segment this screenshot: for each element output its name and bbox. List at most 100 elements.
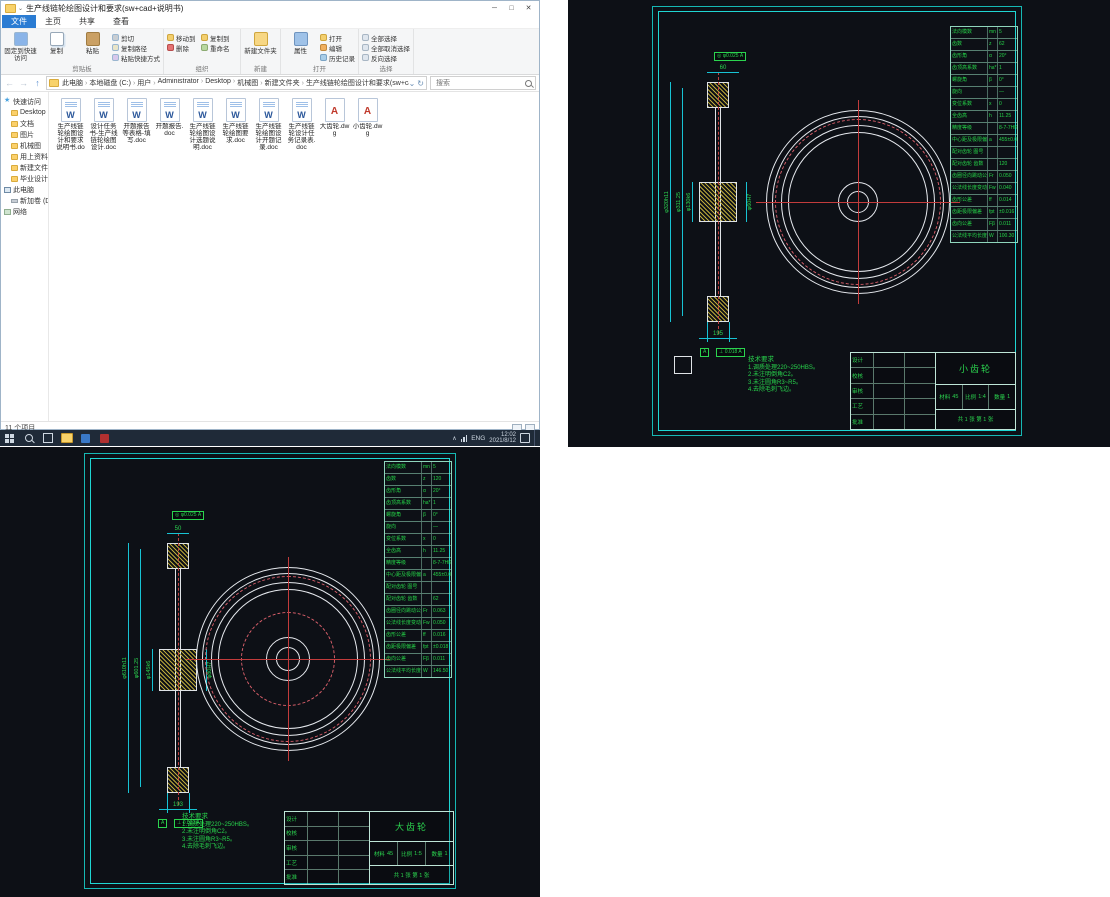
- clock[interactable]: 12:02 2021/8/12: [489, 432, 516, 445]
- breadcrumb-segment[interactable]: 本地磁盘 (C:): [89, 78, 137, 88]
- sidebar-item[interactable]: 用上资料: [1, 151, 48, 162]
- dimension-line: [746, 182, 747, 222]
- search-box[interactable]: [430, 76, 536, 90]
- breadcrumb-segment[interactable]: Administrator: [158, 78, 206, 88]
- sidebar-item[interactable]: 毕业设计文件: [1, 173, 48, 184]
- notification-center-icon[interactable]: [520, 433, 530, 443]
- refresh-icon[interactable]: ↻: [417, 78, 424, 88]
- ribbon-button[interactable]: 删除: [167, 43, 200, 52]
- sidebar-item-label: 用上资料: [20, 153, 48, 161]
- breadcrumb-segment[interactable]: 新建文件夹: [265, 78, 306, 88]
- sidebar-item[interactable]: Desktop: [1, 107, 48, 118]
- search-icon: [24, 434, 33, 442]
- file-item[interactable]: 生产线链轮绘图设计和要求 说明书.doc: [55, 98, 86, 152]
- dimension-line: [128, 543, 129, 793]
- tab-home[interactable]: 主页: [45, 17, 61, 26]
- search-input[interactable]: [434, 78, 523, 88]
- sidebar-item[interactable]: 图片: [1, 129, 48, 140]
- sidebar-item[interactable]: 快速访问: [1, 96, 48, 107]
- ribbon-button[interactable]: 全部选择: [362, 33, 410, 42]
- breadcrumb-segment[interactable]: 此电脑: [62, 78, 89, 88]
- task-view-button[interactable]: [38, 430, 57, 446]
- file-item[interactable]: 生产线链轮设计任务记录表.doc: [286, 98, 317, 151]
- file-item[interactable]: 生产线链轮绘图设计选题说明.doc: [187, 98, 218, 151]
- file-explorer-taskbar-button[interactable]: [57, 430, 76, 446]
- properties-button[interactable]: 属性: [284, 31, 317, 55]
- button-label: 粘贴快捷方式: [121, 55, 160, 63]
- file-item[interactable]: 开题报告等表格-填写.doc: [121, 98, 152, 144]
- cad-viewport-2[interactable]: φ610h11 φ601.25 φ145k6 φ80H7 193 50 ◎ φ0…: [0, 447, 540, 897]
- maximize-button[interactable]: □: [509, 4, 514, 12]
- ribbon-button[interactable]: 复制路径: [112, 43, 160, 52]
- ribbon-button[interactable]: 重命名: [201, 43, 234, 52]
- breadcrumb-segment[interactable]: 机械图: [237, 78, 264, 88]
- breadcrumb[interactable]: 此电脑本地磁盘 (C:)用户AdministratorDesktop机械图新建文…: [46, 76, 427, 90]
- ribbon-button[interactable]: 打开: [320, 33, 355, 42]
- file-item[interactable]: 设计任务书-生产线链轮绘图设计.doc: [88, 98, 119, 151]
- pin-quick-access-button[interactable]: 固定到快速访问: [4, 31, 37, 62]
- file-item[interactable]: 生产线链轮绘图要求.doc: [220, 98, 251, 144]
- sidebar-item[interactable]: 文档: [1, 118, 48, 129]
- title-block-row: 批准: [851, 414, 935, 430]
- chevron-down-icon[interactable]: ⌄: [18, 5, 24, 12]
- param-value: 0.011: [999, 221, 1012, 227]
- ribbon-button[interactable]: 移动到: [167, 33, 200, 42]
- sidebar-item[interactable]: 新加卷 (D:): [1, 195, 48, 206]
- breadcrumb-segment[interactable]: 用户: [137, 78, 157, 88]
- tray-chevron-icon[interactable]: ∧: [452, 435, 457, 442]
- file-item[interactable]: 生产线链轮绘图设计开题记录.doc: [253, 98, 284, 151]
- ribbon-button[interactable]: 反向选择: [362, 53, 410, 62]
- param-value: 120: [999, 161, 1008, 167]
- sidebar-item[interactable]: 新建文件夹: [1, 162, 48, 173]
- file-item[interactable]: 小齿轮.dwg: [352, 98, 383, 137]
- input-language[interactable]: ENG: [471, 434, 486, 442]
- cad-viewport-1[interactable]: φ320h11 φ311.25 φ130k6 φ60H7 195 60 ◎ φ0…: [568, 0, 1110, 447]
- minimize-button[interactable]: ─: [492, 4, 497, 12]
- file-item[interactable]: 开题报告.doc: [154, 98, 185, 137]
- dimension-label: 60: [719, 65, 727, 71]
- dimension-label: 50: [174, 526, 182, 532]
- ribbon-button[interactable]: 全部取消选择: [362, 43, 410, 52]
- app-taskbar-button-1[interactable]: [76, 430, 95, 446]
- title-block-row: 审核: [285, 841, 369, 856]
- sidebar-item[interactable]: 机械图: [1, 140, 48, 151]
- windows-logo-icon: [5, 433, 14, 443]
- address-dropdown-icon[interactable]: ⌄: [408, 78, 416, 88]
- ribbon-button[interactable]: 粘贴快捷方式: [112, 53, 160, 62]
- back-button[interactable]: ←: [5, 78, 14, 88]
- ribbon-button[interactable]: 剪切: [112, 33, 160, 42]
- taskbar-search-button[interactable]: [19, 430, 38, 446]
- up-button[interactable]: ↑: [35, 78, 40, 88]
- paste-button[interactable]: 粘贴: [76, 31, 109, 55]
- breadcrumb-segment[interactable]: Desktop: [205, 78, 237, 88]
- ribbon: 固定到快速访问 复制 粘贴: [1, 29, 539, 75]
- param-label: 齿形公差: [385, 630, 422, 641]
- taskbar: ∧ ENG 12:02 2021/8/12: [0, 430, 540, 446]
- file-item[interactable]: 大齿轮.dwg: [319, 98, 350, 137]
- param-symbol: [988, 159, 998, 170]
- title-bar[interactable]: ⌄ 生产线链轮绘图设计和要求(sw+cad+说明书) ─ □ ✕: [1, 1, 539, 15]
- breadcrumb-segment[interactable]: 生产线链轮绘图设计和要求(sw+cad+说明书): [305, 80, 409, 87]
- ribbon-button[interactable]: 编辑: [320, 43, 355, 52]
- tab-file[interactable]: 文件: [2, 15, 36, 28]
- app-taskbar-button-2[interactable]: [95, 430, 114, 446]
- copy-button[interactable]: 复制: [40, 31, 73, 55]
- start-button[interactable]: [0, 430, 19, 446]
- ribbon-button[interactable]: 历史记录: [320, 53, 355, 62]
- network-icon[interactable]: [460, 434, 468, 442]
- tab-share[interactable]: 共享: [79, 17, 95, 26]
- forward-button[interactable]: →: [19, 78, 28, 88]
- table-row: 齿形公差 ff 0.014: [951, 195, 1017, 207]
- sidebar-item[interactable]: 网络: [1, 206, 48, 217]
- file-list-pane[interactable]: 生产线链轮绘图设计和要求 说明书.doc 设计任务书-生产线链轮绘图设计.doc…: [49, 92, 539, 421]
- folder-icon: [60, 433, 73, 443]
- new-folder-button[interactable]: 新建文件夹: [244, 31, 277, 55]
- close-button[interactable]: ✕: [525, 4, 532, 12]
- tab-view[interactable]: 查看: [113, 17, 129, 26]
- sidebar-item-label: 机械图: [20, 142, 41, 150]
- sidebar-item[interactable]: 此电脑: [1, 184, 48, 195]
- ribbon-button[interactable]: 复制到: [201, 33, 234, 42]
- date-cell: [905, 415, 935, 429]
- table-row: 中心距及极限偏差 a 455±0.05: [385, 570, 451, 582]
- show-desktop-button[interactable]: [534, 430, 538, 446]
